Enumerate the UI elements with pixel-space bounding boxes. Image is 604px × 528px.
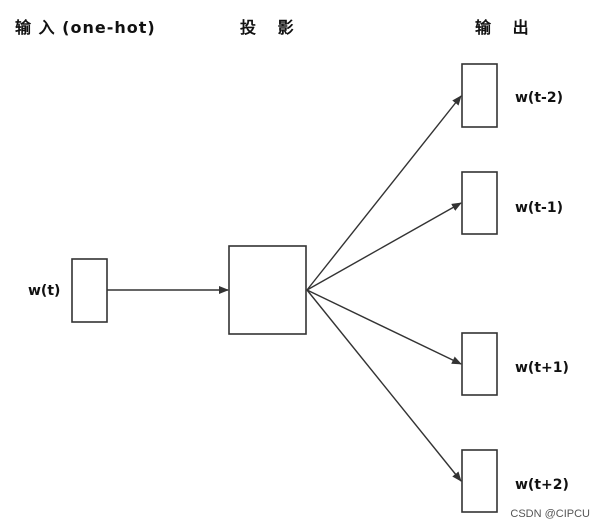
output-node-box-1 <box>461 63 498 128</box>
arrow-to-output-1 <box>306 95 462 291</box>
output-node-label-4: w(t+2) <box>515 477 569 493</box>
arrow-to-output-4 <box>306 289 462 482</box>
projection-node-box <box>228 245 307 335</box>
input-node-label: w(t) <box>28 283 61 299</box>
input-header: 输 入 (one-hot) <box>15 18 156 37</box>
input-node-box <box>71 258 108 323</box>
projection-header: 投 影 <box>240 18 302 37</box>
output-node-label-3: w(t+1) <box>515 360 569 376</box>
output-node-label-1: w(t-2) <box>515 90 563 106</box>
output-node-label-2: w(t-1) <box>515 200 563 216</box>
output-node-box-4 <box>461 449 498 513</box>
output-node-box-2 <box>461 171 498 235</box>
output-node-box-3 <box>461 332 498 396</box>
watermark: CSDN @CIPCU <box>510 508 590 520</box>
output-header: 输 出 <box>475 18 537 37</box>
arrow-to-output-3 <box>306 289 462 365</box>
arrow-to-output-2 <box>306 202 462 291</box>
